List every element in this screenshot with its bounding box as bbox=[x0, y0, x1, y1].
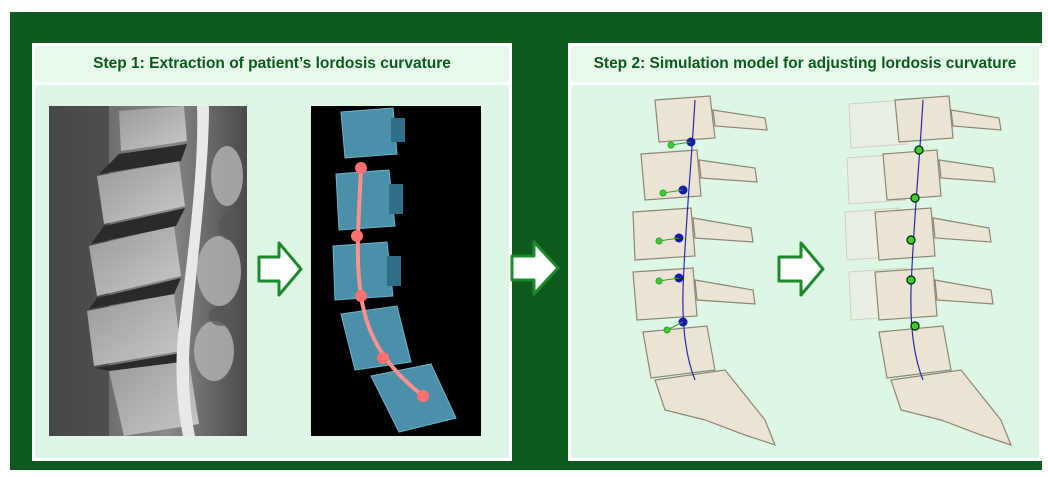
step1-title: Step 1: Extraction of patient’s lordosis… bbox=[93, 55, 451, 73]
mri-image bbox=[49, 106, 247, 436]
step2-title: Step 2: Simulation model for adjusting l… bbox=[594, 55, 1017, 73]
figure-background: Step 1: Extraction of patient’s lordosis… bbox=[10, 12, 1042, 470]
arrow-3 bbox=[777, 240, 827, 298]
step1-panel: Step 1: Extraction of patient’s lordosis… bbox=[32, 43, 512, 461]
step2-panel: Step 2: Simulation model for adjusting l… bbox=[568, 43, 1042, 461]
step1-title-box: Step 1: Extraction of patient’s lordosis… bbox=[32, 43, 512, 85]
arrow-2 bbox=[510, 238, 560, 298]
model-after-image bbox=[839, 90, 1019, 450]
step2-title-box: Step 2: Simulation model for adjusting l… bbox=[568, 43, 1042, 85]
segmentation-image bbox=[311, 106, 481, 436]
model-before-image bbox=[615, 90, 787, 450]
arrow-1 bbox=[257, 240, 303, 298]
